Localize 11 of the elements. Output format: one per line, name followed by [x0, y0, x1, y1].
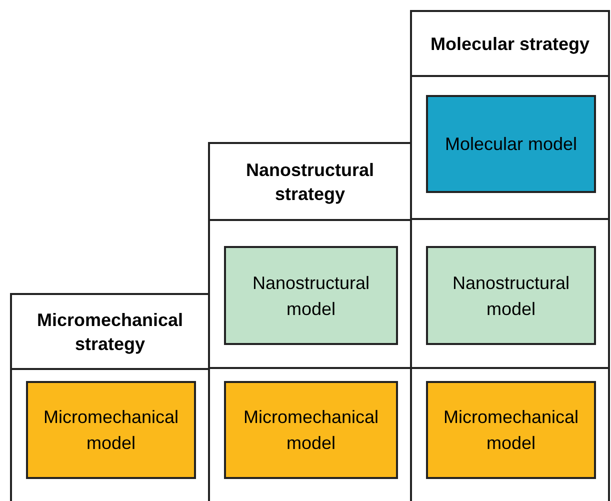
- model-box: Micromechanical model: [426, 381, 596, 479]
- column-heading: Molecular strategy: [430, 32, 590, 56]
- strategy-column: [410, 10, 610, 501]
- model-box: Nanostructural model: [224, 246, 398, 345]
- model-box: Micromechanical model: [224, 381, 398, 479]
- column-heading: Micromechanical strategy: [36, 308, 184, 356]
- model-box: Nanostructural model: [426, 246, 596, 345]
- model-box: Micromechanical model: [26, 381, 196, 479]
- strategy-column: [10, 293, 210, 501]
- column-heading: Nanostructural strategy: [244, 158, 376, 206]
- model-box: Molecular model: [426, 95, 596, 193]
